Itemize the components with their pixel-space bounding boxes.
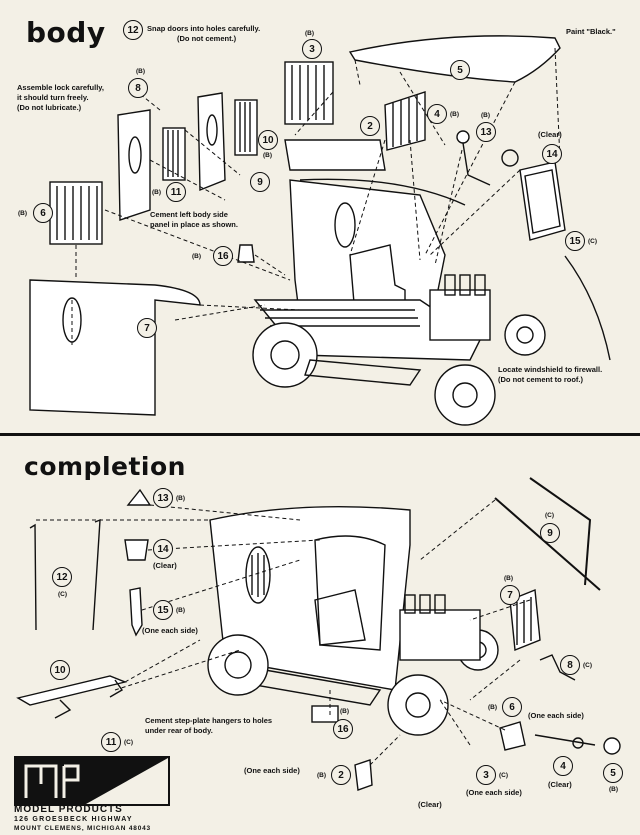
tag-c12: (C) [58, 591, 68, 598]
note-snap-doors: Snap doors into holes carefully. (Do not… [147, 24, 261, 43]
note-windshield: Locate windshield to firewall. (Do not c… [498, 365, 603, 384]
note-c-one-each-2: (One each side) [244, 766, 300, 775]
tag-15: (C) [588, 238, 598, 245]
windshield [519, 161, 566, 241]
callout-7: 7 [137, 318, 157, 338]
note-c-clear-4: (Clear) [548, 780, 572, 789]
callout-c11: 11 [101, 732, 121, 752]
callout-c6: 6 [502, 697, 522, 717]
note-paint-black: Paint "Black." [566, 27, 616, 36]
callout-c13: 13 [153, 488, 173, 508]
callout-12: 12 [123, 20, 143, 40]
callout-9: 9 [250, 172, 270, 192]
callout-c12: 12 [52, 567, 72, 587]
address-line-2: MOUNT CLEMENS, MICHIGAN 48043 [14, 825, 151, 832]
callout-6: 6 [33, 203, 53, 223]
tag-11: (B) [152, 189, 162, 196]
rear-wheel [434, 364, 496, 426]
tag-c9: (C) [545, 512, 555, 519]
tag-c15: (B) [176, 607, 186, 614]
callout-4: 4 [427, 104, 447, 124]
callout-c10: 10 [50, 660, 70, 680]
section-title-completion: completion [24, 452, 186, 481]
address-line-1: 126 GROESBECK HIGHWAY [14, 816, 133, 823]
callout-c14: 14 [153, 539, 173, 559]
callout-c15: 15 [153, 600, 173, 620]
rod-12-left [29, 523, 37, 631]
note-c-one-each-6: (One each side) [528, 711, 584, 720]
tag-c7: (B) [504, 575, 514, 582]
tag-6: (B) [18, 210, 28, 217]
rod-9b [529, 477, 592, 586]
front-wheel [252, 322, 318, 388]
tag-10: (B) [263, 152, 273, 159]
grille-3 [284, 61, 334, 125]
rod-12-right [92, 518, 101, 631]
tag-13: (B) [481, 112, 491, 119]
completion-rear-wheel [387, 674, 449, 736]
section-divider [0, 433, 640, 436]
grille-4 [384, 91, 426, 151]
side-panel [29, 279, 201, 416]
note-step-plate: Cement step-plate hangers to holes under… [145, 716, 273, 735]
callout-c9: 9 [540, 523, 560, 543]
callout-16: 16 [213, 246, 233, 266]
window-10-11 [162, 99, 258, 181]
door-right [197, 92, 226, 192]
completion-front-wheel [207, 634, 269, 696]
tag-c13: (B) [176, 495, 186, 502]
callout-5: 5 [450, 60, 470, 80]
callout-c3: 3 [476, 765, 496, 785]
tag-4: (B) [450, 111, 460, 118]
note-c-one-each-3: (One each side) [466, 788, 522, 797]
callout-c7: 7 [500, 585, 520, 605]
door-left [117, 109, 151, 221]
tag-c11: (C) [124, 739, 134, 746]
tag-c6: (B) [488, 704, 498, 711]
callout-10: 10 [258, 130, 278, 150]
engine-block [429, 289, 491, 341]
callout-14: 14 [542, 144, 562, 164]
tag-c8: (C) [583, 662, 593, 669]
callout-13: 13 [476, 122, 496, 142]
callout-15: 15 [565, 231, 585, 251]
note-clear-14: (Clear) [538, 130, 562, 139]
tag-c16: (B) [340, 708, 350, 715]
tag-c2: (B) [317, 772, 327, 779]
callout-c2: 2 [331, 765, 351, 785]
note-cement-panel: Cement left body side panel in place as … [150, 210, 238, 229]
tag-16: (B) [192, 253, 202, 260]
note-c-clear-bottom: (Clear) [418, 800, 442, 809]
callout-c4: 4 [553, 756, 573, 776]
note-c-clear-14: (Clear) [153, 561, 177, 570]
callout-8: 8 [128, 78, 148, 98]
callout-3: 3 [302, 39, 322, 59]
tag-c5: (B) [609, 786, 619, 793]
mpc-logo [14, 756, 170, 806]
tag-3: (B) [305, 30, 315, 37]
grille-6 [49, 181, 103, 245]
callout-c5: 5 [603, 763, 623, 783]
callout-c16: 16 [333, 719, 353, 739]
mpc-logo-mark [16, 758, 168, 804]
tag-c3: (C) [499, 772, 509, 779]
callout-2: 2 [360, 116, 380, 136]
roof-part [348, 35, 561, 83]
callout-11: 11 [166, 182, 186, 202]
tag-8: (B) [136, 68, 146, 75]
company-name: MODEL PRODUCTS [14, 804, 123, 815]
note-lock: Assemble lock carefully, it should turn … [17, 83, 104, 112]
callout-c8: 8 [560, 655, 580, 675]
rod-9a [494, 497, 601, 591]
note-c-one-each-15: (One each side) [142, 626, 198, 635]
section-title-body: body [26, 16, 106, 49]
